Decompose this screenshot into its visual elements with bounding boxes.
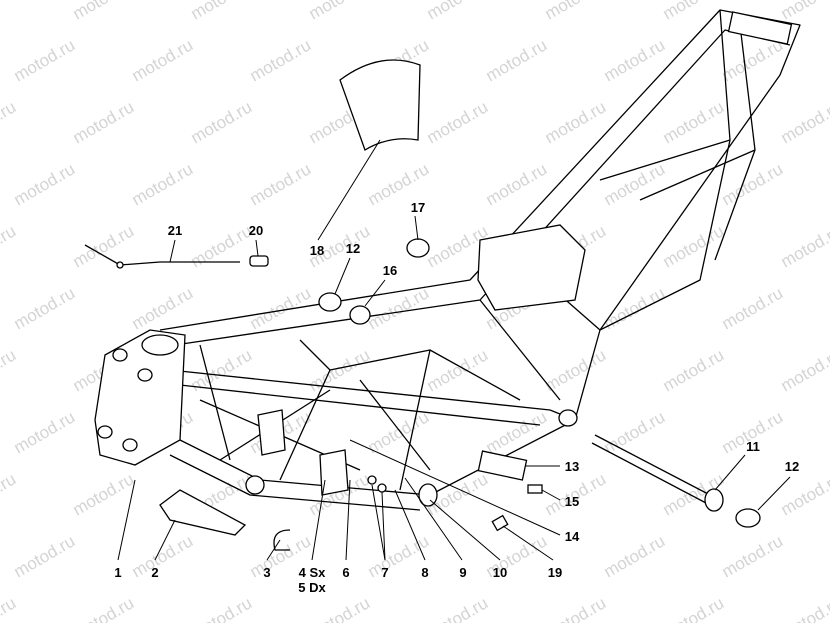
callout-7: 7	[381, 565, 388, 580]
callout-17: 17	[411, 200, 425, 215]
part-2-plate	[159, 489, 247, 536]
callout-6: 6	[342, 565, 349, 580]
part-21-cable	[84, 244, 240, 269]
watermark-text: motod.ru	[188, 0, 256, 23]
watermark-text: motod.ru	[660, 345, 728, 395]
callout-14: 14	[565, 529, 580, 544]
watermark-text: motod.ru	[0, 0, 19, 23]
watermark-text: motod.ru	[0, 221, 19, 271]
watermark-text: motod.ru	[424, 345, 492, 395]
watermark-text: motod.ru	[11, 531, 79, 581]
watermark-text: motod.ru	[70, 469, 138, 519]
callout-19: 19	[548, 565, 562, 580]
watermark-text: motod.ru	[306, 0, 374, 23]
parts	[84, 59, 761, 551]
callout-11: 11	[746, 439, 760, 454]
watermark-text: motod.ru	[778, 0, 830, 23]
watermark-text: motod.ru	[778, 593, 830, 623]
watermark-text: motod.ru	[719, 531, 787, 581]
watermark-text: motod.ru	[778, 469, 830, 519]
watermark-text: motod.ru	[188, 593, 256, 623]
callout-16: 16	[383, 263, 397, 278]
watermark-text: motod.ru	[542, 593, 610, 623]
watermark-text: motod.ru	[778, 97, 830, 147]
watermark-text: motod.ru	[601, 159, 669, 209]
watermark-text: motod.ru	[0, 97, 19, 147]
watermark-text: motod.ru	[70, 97, 138, 147]
part-10-bush	[418, 483, 438, 507]
watermark-text: motod.ru	[601, 407, 669, 457]
watermark-text: motod.ru	[129, 35, 197, 85]
watermark-text: motod.ru	[660, 221, 728, 271]
watermark-text: motod.ru	[719, 35, 787, 85]
callout-12-bush: 12	[346, 241, 360, 256]
watermark-text: motod.ru	[247, 159, 315, 209]
watermark-text: motod.ru	[129, 159, 197, 209]
watermark-text: motod.ru	[424, 593, 492, 623]
watermark-text: motod.ru	[70, 0, 138, 23]
part-11-pivot-shaft	[591, 434, 724, 512]
watermark-text: motod.ru	[660, 0, 728, 23]
watermark-text: motod.ru	[188, 345, 256, 395]
watermark-text: motod.ru	[188, 221, 256, 271]
callout-4: 4 Sx	[299, 565, 327, 580]
watermark-text: motod.ru	[365, 407, 433, 457]
callout-1: 1	[114, 565, 121, 580]
callouts: 1 2 3 4 Sx 5 Dx 6 7 8 9 10 19 14 15 13 1…	[114, 200, 799, 595]
callout-13: 13	[565, 459, 579, 474]
part-3-clip	[273, 529, 291, 551]
watermark-text: motod.ru	[542, 345, 610, 395]
watermark-text: motod.ru	[660, 97, 728, 147]
leader-lines	[117, 139, 791, 561]
callout-8: 8	[421, 565, 428, 580]
callout-15: 15	[565, 494, 579, 509]
callout-2: 2	[151, 565, 158, 580]
watermark-text: motod.ru	[11, 407, 79, 457]
watermark-text: motod.ru	[306, 593, 374, 623]
part-16-bush	[349, 305, 371, 325]
part-19-nut	[491, 514, 509, 532]
watermark-text: motod.ru	[778, 345, 830, 395]
part-12-cap	[735, 508, 761, 528]
watermark-text: motod.ru	[601, 531, 669, 581]
watermark-text: motod.ru	[660, 593, 728, 623]
part-12-bush-top	[318, 292, 342, 312]
watermark-text: motod.ru	[247, 35, 315, 85]
watermark-text: motod.ru	[542, 0, 610, 23]
part-15-bolt	[527, 484, 543, 494]
part-13-spacer	[477, 450, 528, 481]
watermark-text: motod.ru	[719, 283, 787, 333]
watermark-text: motod.ru	[601, 35, 669, 85]
motorcycle-frame	[94, 9, 801, 511]
watermark-text: motod.ru	[483, 35, 551, 85]
watermark-text: motod.ru	[0, 469, 19, 519]
watermark-text: motod.ru	[719, 159, 787, 209]
watermark-text: motod.ru	[424, 0, 492, 23]
watermark-text: motod.ru	[778, 221, 830, 271]
watermark-text: motod.ru	[483, 159, 551, 209]
watermark-text: motod.ru	[129, 531, 197, 581]
part-20-fitting	[249, 255, 269, 267]
part-17-bush	[406, 238, 430, 258]
part-18-protector	[339, 59, 421, 151]
watermark-text: motod.ru	[70, 593, 138, 623]
callout-5: 5 Dx	[298, 580, 326, 595]
watermark-text: motod.ru	[11, 283, 79, 333]
watermark-text: motod.ru	[424, 97, 492, 147]
part-7-nut	[367, 475, 377, 485]
callout-20: 20	[249, 223, 263, 238]
watermark-text: motod.ru	[0, 345, 19, 395]
watermark-text: motod.ru	[601, 283, 669, 333]
watermark-text: motod.ru	[0, 593, 19, 623]
callout-18: 18	[310, 243, 324, 258]
watermark-text: motod.ru	[11, 35, 79, 85]
callout-21: 21	[168, 223, 182, 238]
watermark-text: motod.ru	[188, 97, 256, 147]
callout-12-cap: 12	[785, 459, 799, 474]
callout-10: 10	[493, 565, 507, 580]
callout-3: 3	[263, 565, 270, 580]
watermark-text: motod.ru	[11, 159, 79, 209]
callout-9: 9	[459, 565, 466, 580]
